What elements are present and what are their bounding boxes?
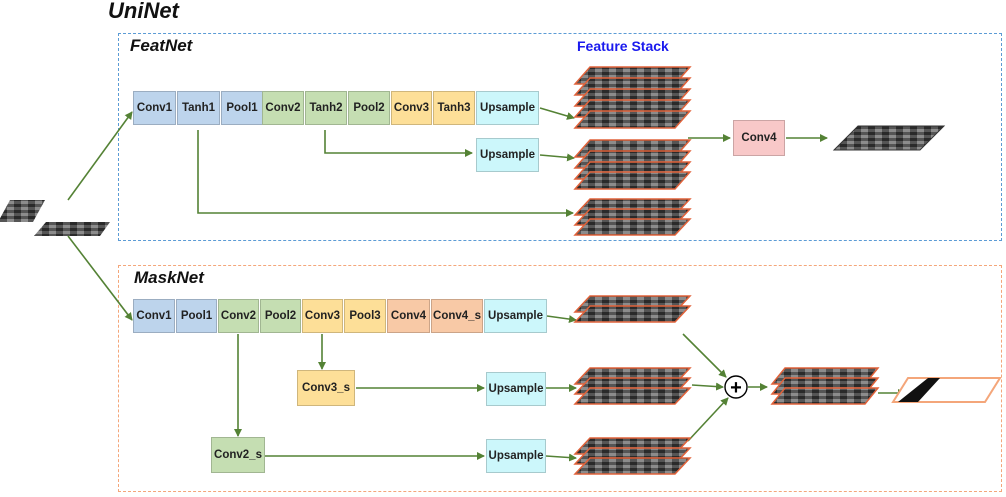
masknet-conv4-s: Conv4_s — [431, 299, 483, 333]
masknet-pool3: Pool3 — [344, 299, 386, 333]
feature-stack-label: Feature Stack — [577, 38, 669, 54]
featnet-pool2: Pool2 — [348, 91, 390, 125]
featnet-tanh1: Tanh1 — [177, 91, 220, 125]
diagram-title: UniNet — [108, 0, 179, 23]
featnet-conv2: Conv2 — [262, 91, 304, 125]
featnet-tanh3: Tanh3 — [433, 91, 475, 125]
arrow-input-featnet — [67, 111, 133, 201]
featnet-conv1: Conv1 — [133, 91, 176, 125]
mask-stack-1 — [573, 295, 692, 323]
masknet-section — [118, 265, 1002, 492]
masknet-conv3: Conv3 — [302, 299, 343, 333]
input-image — [0, 200, 110, 236]
featnet-conv4: Conv4 — [733, 120, 785, 156]
feature-stack-1 — [573, 66, 692, 129]
arrow-input-masknet — [67, 235, 133, 321]
masknet-title: MaskNet — [134, 268, 204, 287]
mask-stack-2 — [573, 367, 692, 405]
svg-text:+: + — [730, 377, 742, 399]
mask-output — [891, 377, 1002, 403]
masknet-conv4: Conv4 — [387, 299, 430, 333]
featnet-tanh2: Tanh2 — [305, 91, 347, 125]
masknet-conv3-s: Conv3_s — [297, 370, 355, 406]
featnet-upsample2: Upsample — [476, 138, 539, 172]
sum-node: + — [724, 375, 748, 399]
masknet-conv1: Conv1 — [133, 299, 175, 333]
featnet-section — [118, 33, 1002, 241]
masknet-upsample2: Upsample — [486, 372, 546, 406]
masknet-conv2-s: Conv2_s — [211, 437, 265, 473]
masknet-pool1: Pool1 — [176, 299, 217, 333]
featnet-conv3: Conv3 — [391, 91, 432, 125]
featnet-upsample1: Upsample — [476, 91, 539, 125]
masknet-upsample1: Upsample — [484, 299, 547, 333]
masknet-pool2: Pool2 — [260, 299, 301, 333]
feature-stack-2 — [573, 139, 692, 190]
mask-stack-3 — [573, 437, 692, 475]
featnet-title: FeatNet — [130, 36, 193, 55]
masknet-conv2: Conv2 — [218, 299, 259, 333]
feature-stack-3 — [573, 198, 692, 236]
featnet-pool1: Pool1 — [221, 91, 263, 125]
featnet-output-map — [832, 125, 946, 151]
masknet-upsample3: Upsample — [486, 439, 546, 473]
mask-sum-stack — [770, 367, 880, 405]
